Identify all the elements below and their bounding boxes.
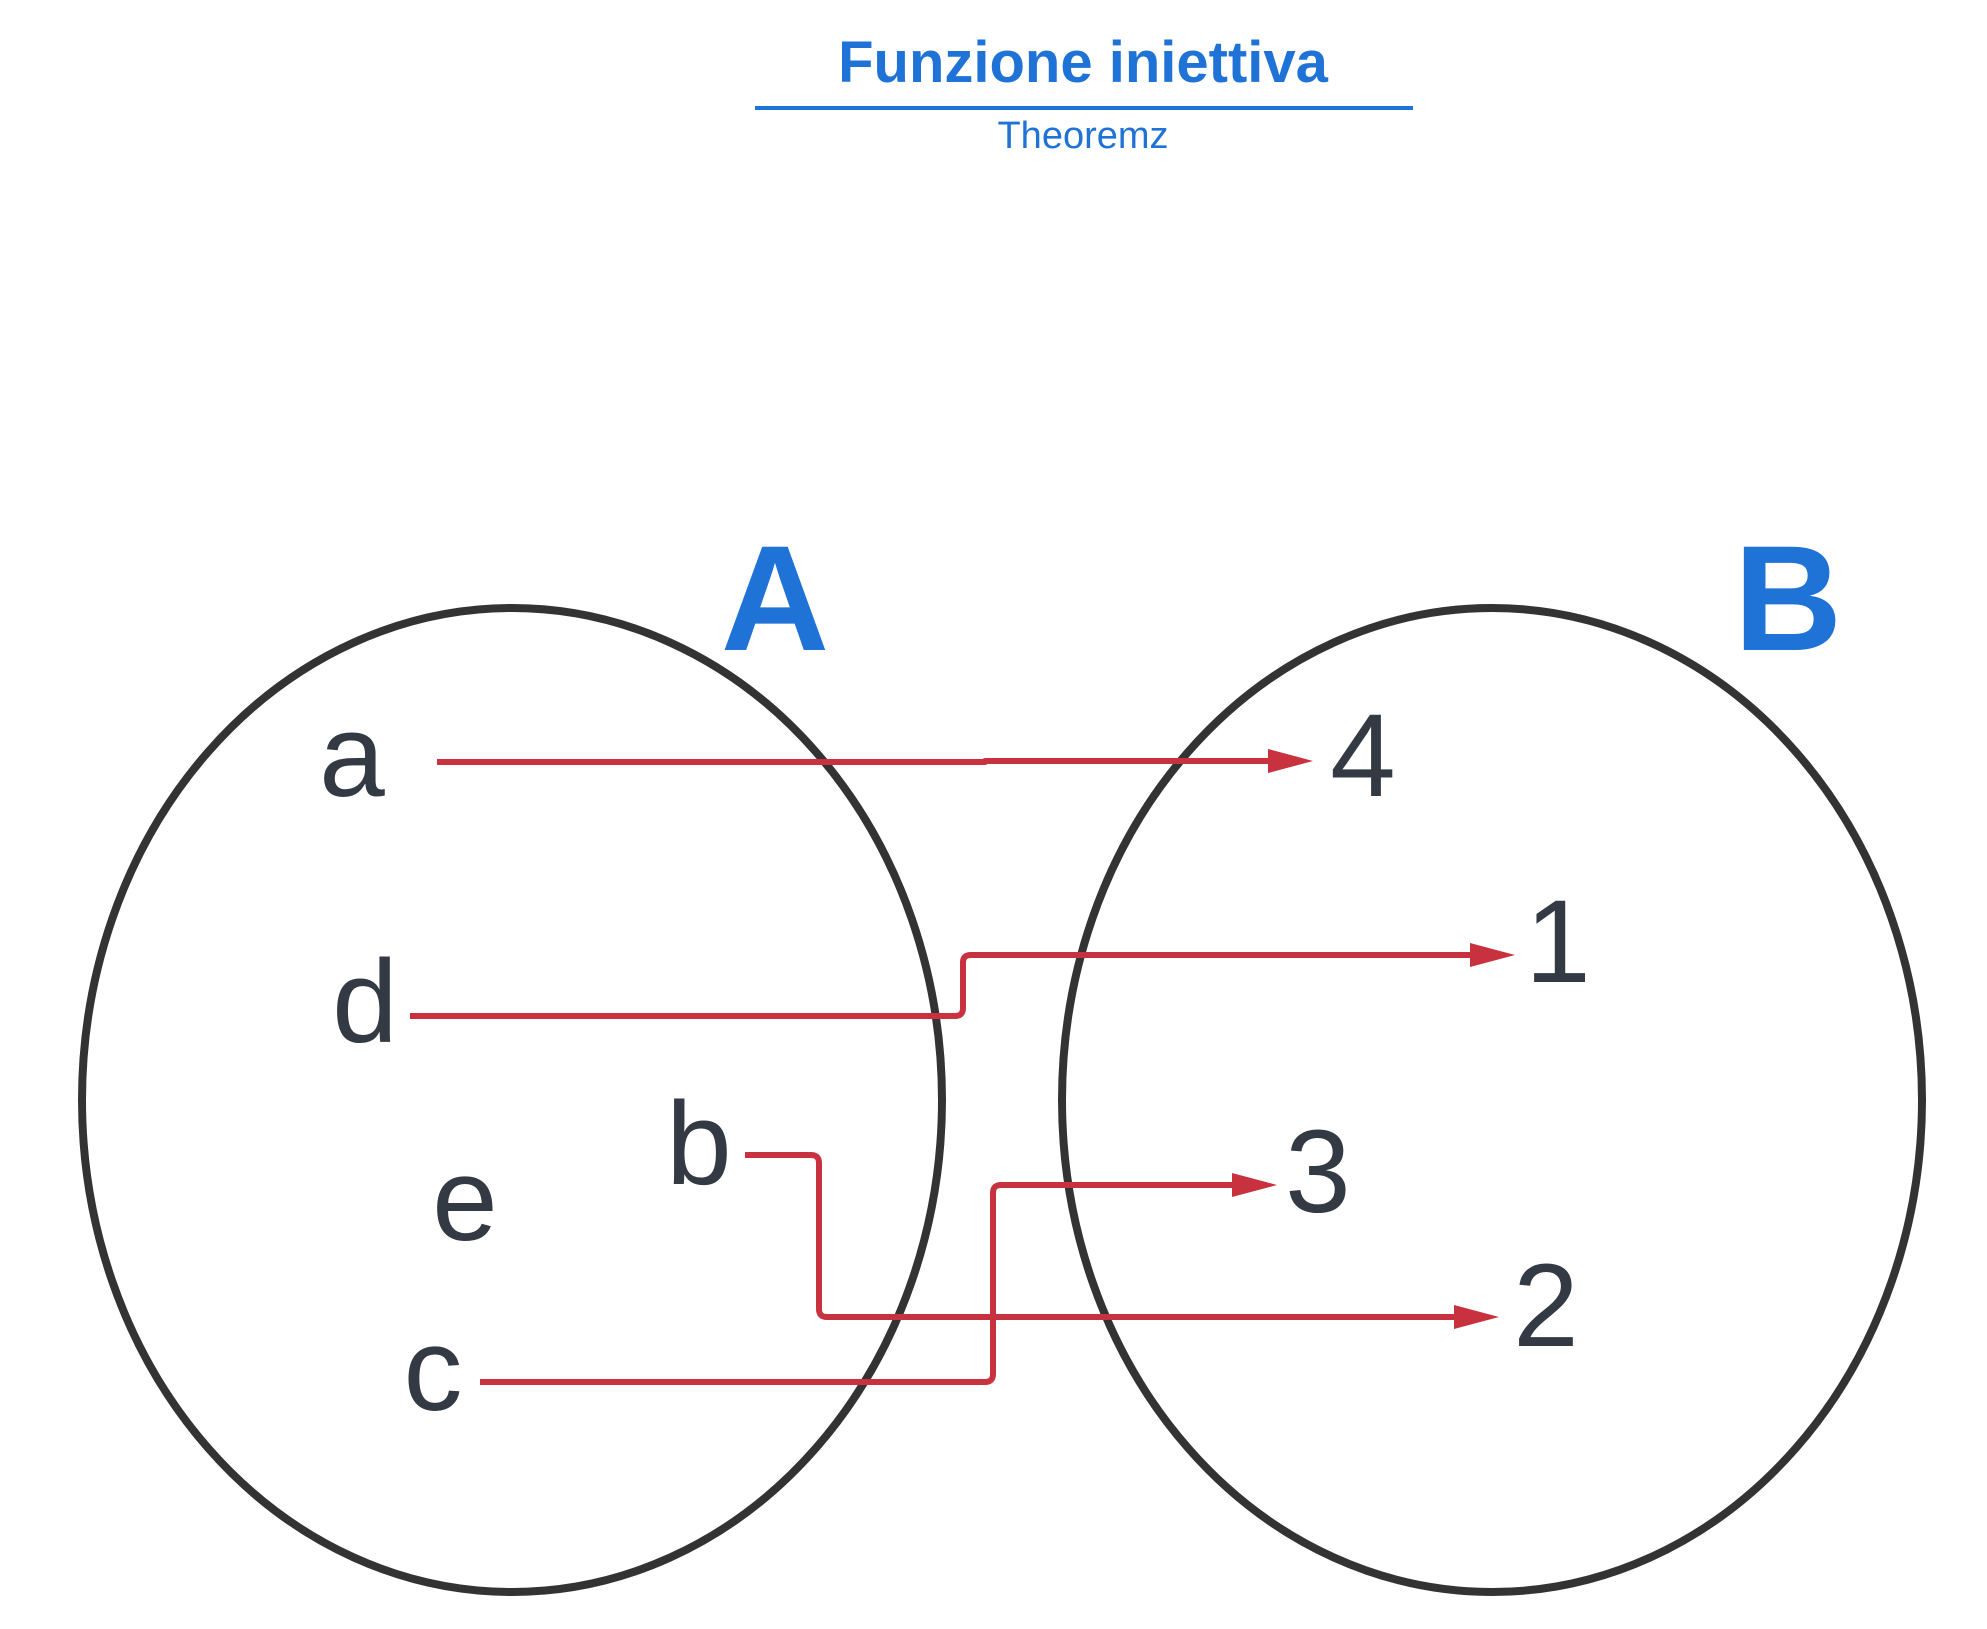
domain-element-e: e bbox=[432, 1134, 498, 1266]
codomain-element-4: 4 bbox=[1330, 690, 1396, 822]
domain-element-a: a bbox=[319, 690, 385, 822]
mapping-d-to-1 bbox=[410, 943, 1515, 1019]
diagram-subtitle: Theoremz bbox=[997, 115, 1168, 157]
arrowhead-icon bbox=[1232, 1173, 1277, 1197]
mapping-line bbox=[410, 952, 1478, 1019]
set-b-label: B bbox=[1734, 514, 1842, 682]
mapping-line bbox=[437, 758, 1276, 765]
arrowhead-icon bbox=[1470, 943, 1515, 967]
diagram-title: Funzione iniettiva bbox=[838, 30, 1329, 95]
arrowhead-icon bbox=[1268, 749, 1313, 773]
arrowhead-icon bbox=[1454, 1305, 1499, 1329]
mapping-b-to-2 bbox=[745, 1152, 1499, 1329]
codomain-element-3: 3 bbox=[1285, 1106, 1351, 1238]
mapping-a-to-4 bbox=[437, 749, 1313, 773]
mapping-line bbox=[745, 1152, 1462, 1320]
domain-element-b: b bbox=[666, 1078, 732, 1210]
mapping-c-to-3 bbox=[480, 1173, 1277, 1385]
codomain-element-1: 1 bbox=[1525, 876, 1591, 1008]
domain-element-c: c bbox=[404, 1304, 463, 1436]
domain-element-d: d bbox=[332, 936, 398, 1068]
set-a-label: A bbox=[721, 514, 829, 682]
codomain-element-2: 2 bbox=[1513, 1240, 1579, 1372]
set-a-ellipse bbox=[78, 604, 946, 1596]
set-b-ellipse bbox=[1058, 604, 1926, 1596]
mapping-line bbox=[480, 1182, 1240, 1385]
